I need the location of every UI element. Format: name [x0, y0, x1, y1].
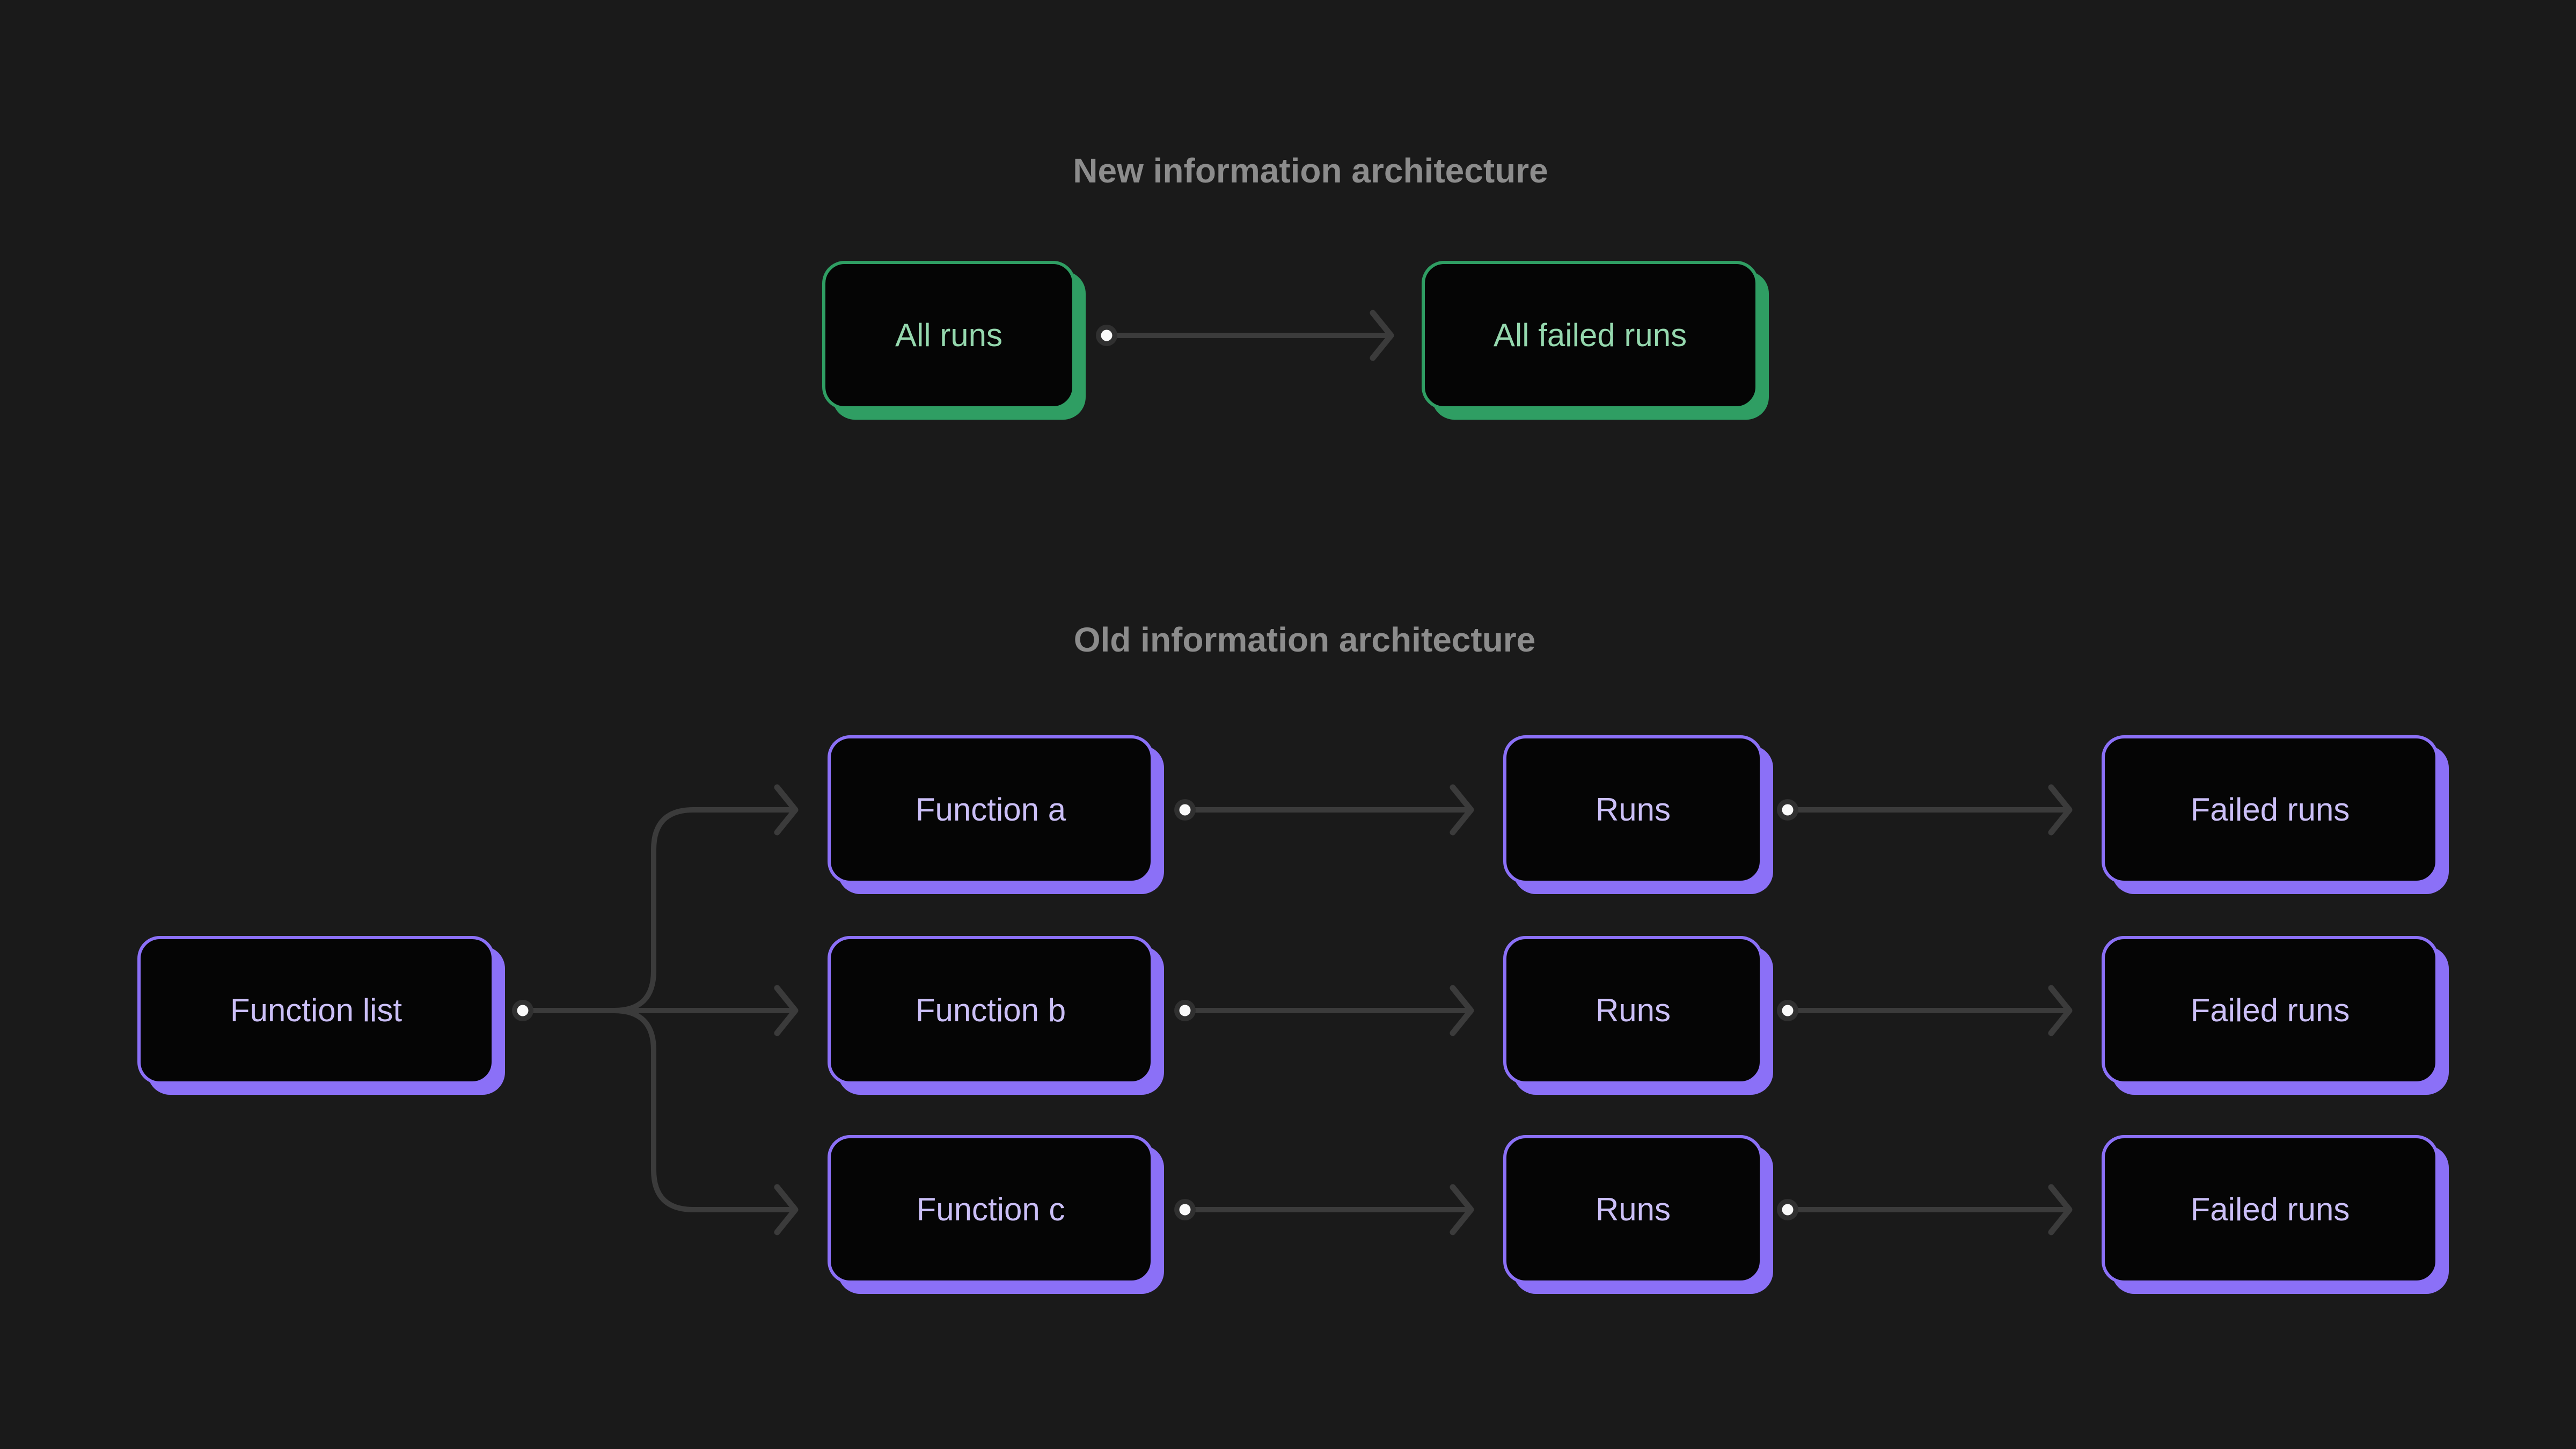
arrowhead-icon: [1450, 1184, 1474, 1235]
edge-line: [520, 807, 798, 1013]
edge-line: [520, 1008, 798, 1212]
edge-runs-b-to-failed-runs: [1777, 985, 2073, 1036]
arrowhead-icon: [1450, 985, 1474, 1036]
node-label: Runs: [1595, 792, 1671, 828]
node-label: Function b: [915, 992, 1066, 1028]
node-runs-a: Runs: [1503, 735, 1763, 884]
node-failed-runs-b: Failed runs: [2102, 936, 2439, 1085]
connector-dot-core: [1782, 804, 1794, 816]
connector-dot-function-list: [512, 1000, 533, 1021]
node-label: Runs: [1595, 992, 1671, 1028]
node-function-c: Function c: [828, 1135, 1154, 1284]
node-label: Function c: [916, 1191, 1065, 1227]
edge-runs-a-to-failed-runs: [1777, 784, 2073, 836]
node-label: Failed runs: [2190, 992, 2350, 1028]
connector-dot-core: [517, 1005, 529, 1016]
node-label: Function a: [915, 792, 1066, 828]
arrowhead-icon: [774, 1184, 799, 1235]
node-function-a: Function a: [828, 735, 1154, 884]
connector-dot-core: [1782, 1204, 1794, 1216]
node-label: Function list: [230, 992, 402, 1028]
node-function-b: Function b: [828, 936, 1154, 1085]
node-label: Runs: [1595, 1191, 1671, 1227]
node-runs-c: Runs: [1503, 1135, 1763, 1284]
connector-dot-core: [1179, 1005, 1191, 1016]
edge-runs-c-to-failed-runs: [1777, 1184, 2073, 1235]
node-failed-runs-a: Failed runs: [2102, 735, 2439, 884]
edge-function-c-to-runs: [1174, 1184, 1474, 1235]
node-label: Failed runs: [2190, 1191, 2350, 1227]
node-label: Failed runs: [2190, 792, 2350, 828]
arrowhead-icon: [774, 784, 799, 836]
edge-function-a-to-runs: [1174, 784, 1474, 836]
section-title-new-architecture: New information architecture: [1073, 151, 1548, 190]
arrowhead-icon: [2048, 1184, 2073, 1235]
node-label: All runs: [895, 317, 1003, 353]
connector-dot-core: [1782, 1005, 1794, 1016]
connector-dot-core: [1179, 1204, 1191, 1216]
arrowhead-icon: [2048, 985, 2073, 1036]
arrowhead-icon: [1450, 784, 1474, 836]
edge-function-list-to-function-a: [520, 784, 799, 1013]
edge-all-runs-to-all-failed-runs: [1096, 310, 1394, 361]
node-runs-b: Runs: [1503, 936, 1763, 1085]
section-title-old-architecture: Old information architecture: [1073, 620, 1536, 659]
edge-function-b-to-runs: [1174, 985, 1474, 1036]
connector-dot-core: [1179, 804, 1191, 816]
connector-dot-core: [1101, 330, 1113, 341]
edge-function-list-to-function-c: [520, 1008, 799, 1235]
arrowhead-icon: [1370, 310, 1394, 361]
node-all-runs: All runs: [822, 261, 1075, 409]
node-function-list: Function list: [137, 936, 495, 1085]
node-label: All failed runs: [1493, 317, 1687, 353]
arrowhead-icon: [774, 985, 799, 1036]
arrowhead-icon: [2048, 784, 2073, 836]
node-all-failed-runs: All failed runs: [1422, 261, 1759, 409]
node-failed-runs-c: Failed runs: [2102, 1135, 2439, 1284]
